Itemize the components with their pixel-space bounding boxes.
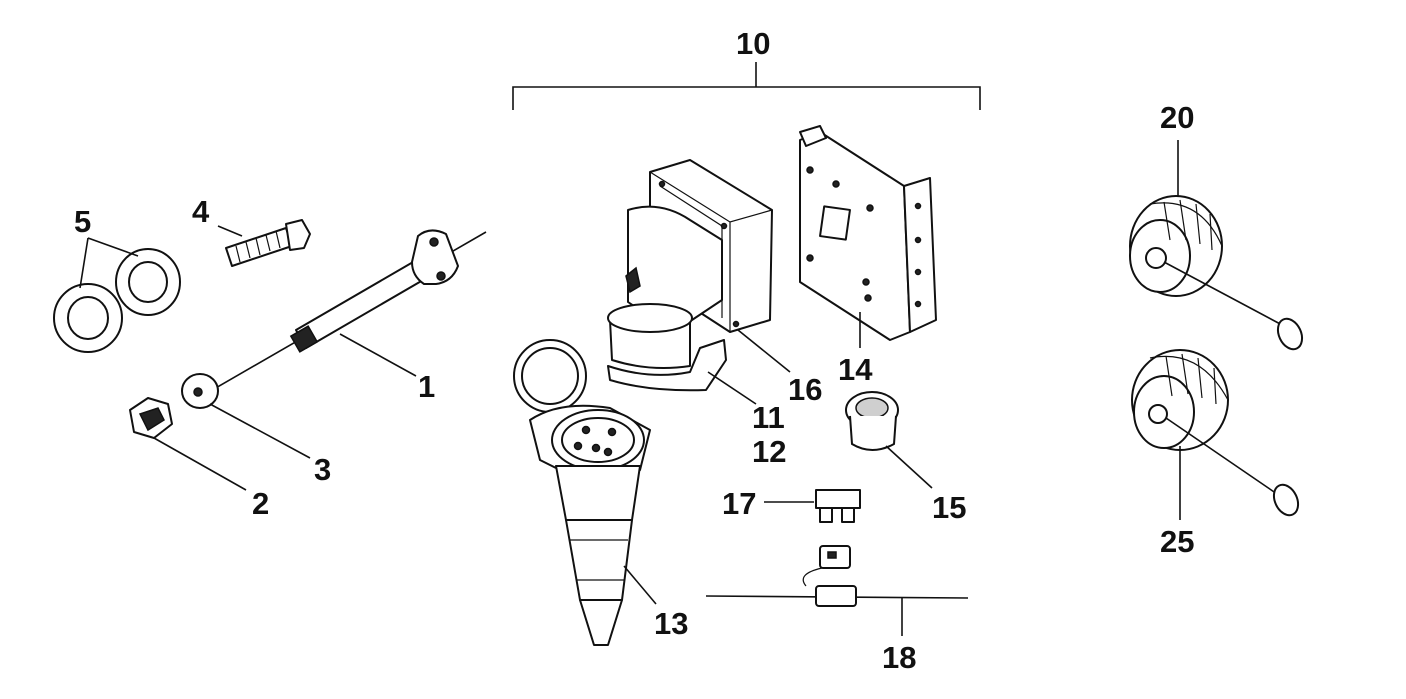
callout-20: 20 <box>1160 100 1194 135</box>
callout-16: 16 <box>788 372 822 407</box>
part-5-rings <box>53 248 181 353</box>
part-15-grommet <box>845 391 899 451</box>
bolt-assembly <box>53 219 487 439</box>
callout-25: 25 <box>1160 524 1194 559</box>
part-13-socket <box>513 339 651 646</box>
part-17-fuse <box>815 489 861 523</box>
part-18-fuse-holder <box>705 545 969 607</box>
callout-4: 4 <box>192 194 210 229</box>
leader-1 <box>339 333 417 377</box>
leader-4 <box>217 225 243 237</box>
callout-3: 3 <box>314 452 331 487</box>
part-20-cap <box>1129 195 1304 351</box>
callout-11: 11 <box>752 400 785 435</box>
callout-2: 2 <box>252 486 269 521</box>
leader-11 <box>707 371 757 405</box>
callout-5: 5 <box>74 204 91 239</box>
part-2-nut <box>129 397 173 439</box>
leader-15 <box>885 445 933 489</box>
socket-assembly <box>512 62 981 646</box>
part-4-screw <box>225 219 311 267</box>
callout-13: 13 <box>654 606 688 641</box>
callout-18: 18 <box>882 640 916 675</box>
callout-12: 12 <box>752 434 786 469</box>
callout-10: 10 <box>736 26 770 61</box>
callout-14: 14 <box>838 352 873 387</box>
leader-16 <box>737 329 791 373</box>
leader-5b <box>87 237 139 257</box>
leader-3 <box>209 403 311 459</box>
callout-1: 1 <box>418 369 435 404</box>
caps-assembly <box>1129 195 1304 517</box>
leader-lines <box>79 140 1181 636</box>
part-25-cap <box>1131 349 1300 517</box>
callout-17: 17 <box>722 486 756 521</box>
part-3-washer <box>181 373 219 409</box>
part-14-mounting-plate <box>799 125 937 341</box>
part-1-rod <box>289 229 459 353</box>
callout-15: 15 <box>932 490 966 525</box>
leader-13 <box>623 565 657 605</box>
leader-5a <box>79 237 89 289</box>
callout-labels: 1 2 3 4 5 10 11 12 13 14 15 16 17 18 20 … <box>74 26 1194 675</box>
part-11-plug-body <box>607 205 727 392</box>
bracket-10 <box>512 86 981 110</box>
leader-2 <box>153 437 247 491</box>
